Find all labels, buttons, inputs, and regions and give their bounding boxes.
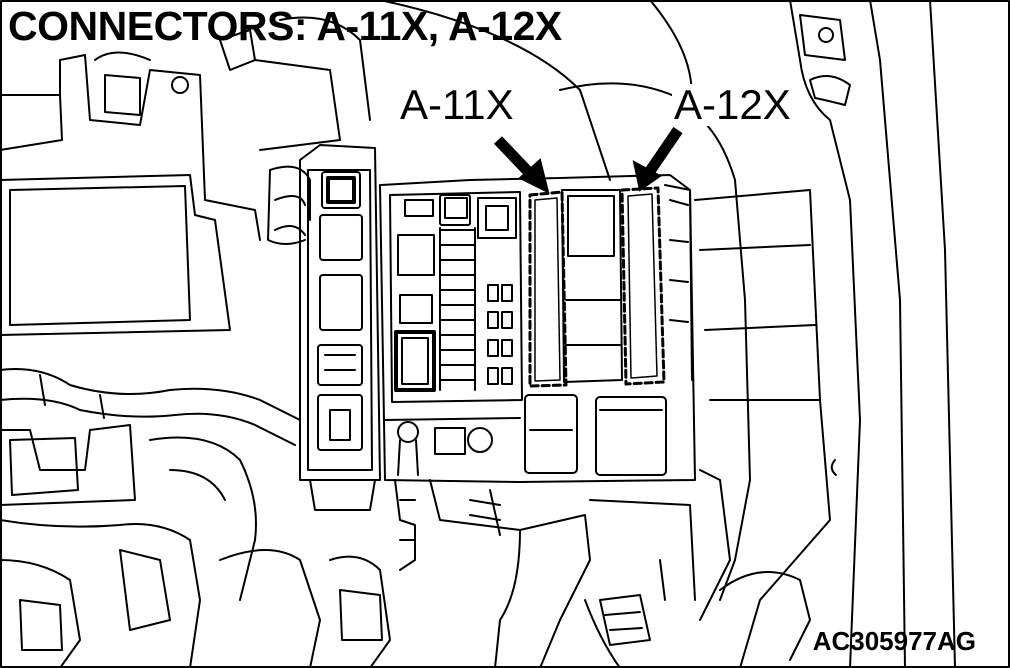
lower-harness [329,469,731,668]
connector-a11x-outline [528,190,568,388]
arrow-a11x [494,136,550,194]
left-hose [267,165,311,245]
diagram-title: CONNECTORS: A-11X, A-12X [8,3,562,49]
label-a12x: A-12X [672,81,793,128]
fuse-box [379,174,696,483]
label-a11x: A-11X [398,81,516,128]
arrow-a12x [632,126,683,192]
figure-code: AC305977AG [812,626,976,656]
lower-left-harness [0,368,321,668]
relay-strip [299,144,381,511]
connector-a12x-outline [620,186,666,386]
left-upper-component [0,16,371,336]
